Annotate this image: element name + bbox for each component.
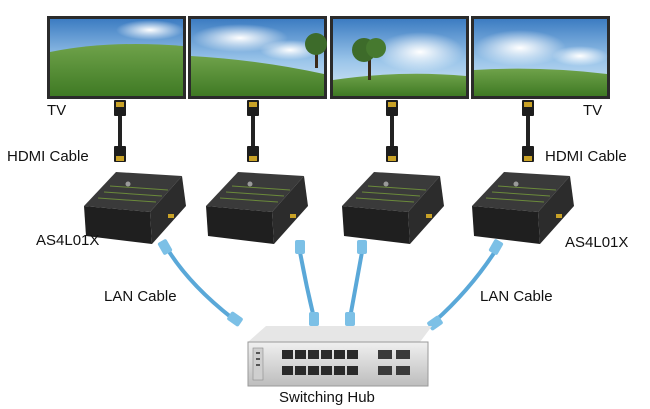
lan-cable-2 xyxy=(298,250,316,320)
lan-plug-2a xyxy=(295,240,305,254)
label-lan-right: LAN Cable xyxy=(480,288,553,305)
hub-port-grid xyxy=(282,350,358,375)
lan-plug-3a xyxy=(357,240,367,254)
switching-hub xyxy=(247,326,432,387)
hdmi-receiver-3 xyxy=(342,172,444,244)
label-hdmi-left: HDMI Cable xyxy=(7,148,89,165)
hdmi-cable-4 xyxy=(522,100,534,162)
label-device-left: AS4L01X xyxy=(36,232,100,249)
lan-plug-1a xyxy=(157,239,173,255)
lan-plug-3b xyxy=(345,312,355,326)
tv-screen-4 xyxy=(471,16,610,99)
tv-screen-3 xyxy=(330,16,469,99)
hdmi-receiver-2 xyxy=(206,172,308,244)
hdmi-cable-1 xyxy=(114,100,126,162)
lan-plug-4a xyxy=(488,239,504,255)
label-switching-hub: Switching Hub xyxy=(279,389,375,406)
hdmi-cable-3 xyxy=(386,100,398,162)
lan-plug-2b xyxy=(309,312,319,326)
lan-cable-4 xyxy=(432,248,498,324)
lan-cable-3 xyxy=(348,250,364,320)
hub-sfp-ports xyxy=(378,350,410,375)
hdmi-cable-2 xyxy=(247,100,259,162)
tv-screen-1 xyxy=(47,16,186,99)
hdmi-receiver-1 xyxy=(84,172,186,244)
tv-screen-2 xyxy=(188,16,327,99)
lan-plug-1b xyxy=(227,311,243,327)
lan-cable-1 xyxy=(166,248,234,320)
label-tv-left: TV xyxy=(47,102,67,119)
label-tv-right: TV xyxy=(583,102,603,119)
label-hdmi-right: HDMI Cable xyxy=(545,148,627,165)
label-device-right: AS4L01X xyxy=(565,234,629,251)
label-lan-left: LAN Cable xyxy=(104,288,177,305)
hdmi-receiver-4 xyxy=(472,172,574,244)
